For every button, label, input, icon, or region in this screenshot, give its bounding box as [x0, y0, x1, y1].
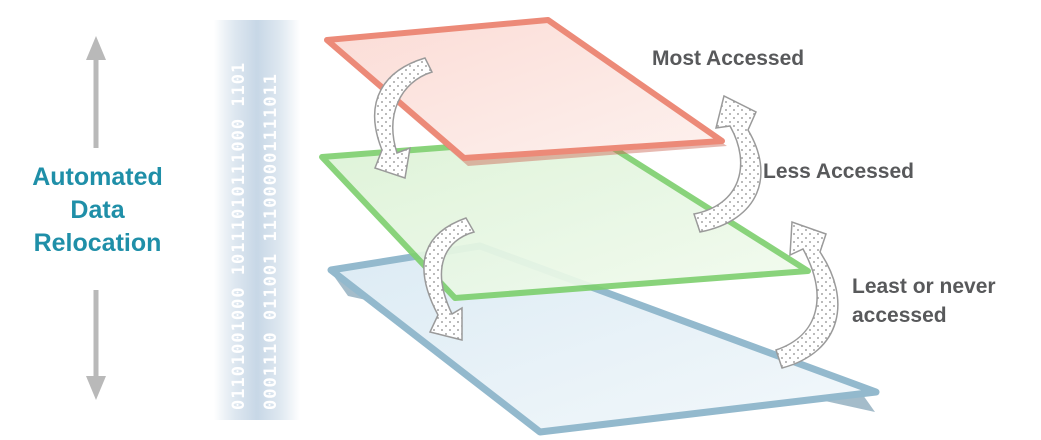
bottom-tier-label-line-1: Least or never: [852, 275, 996, 298]
arrow-middle-to-bottom: [423, 217, 476, 341]
middle-tier-label: Less Accessed: [763, 160, 914, 183]
arrow-bottom-to-middle: [775, 220, 839, 369]
binary-glow: [214, 20, 300, 420]
double-headed-arrow-icon: [86, 36, 106, 400]
binary-data-column: 01101001000 10111010111000 1101 0001110 …: [214, 20, 300, 420]
arrow-head-down: [86, 376, 106, 400]
curved-arrow-icon: [373, 57, 839, 369]
title-line-3: Relocation: [33, 229, 162, 257]
automated-data-relocation-title: Automated Data Relocation: [0, 161, 195, 260]
binary-column-1: 01101001000 10111010111000 1101: [229, 62, 249, 410]
arrow-top-to-middle: [373, 57, 434, 179]
top-tier-label: Most Accessed: [652, 47, 805, 70]
title-line-1: Automated: [32, 163, 163, 191]
top-tier-panel: [324, 17, 727, 166]
bottom-tier-label: Least or never accessed: [852, 272, 996, 330]
bottom-tier-label-line-2: accessed: [852, 304, 947, 327]
arrow-middle-to-top: [693, 94, 762, 233]
arrow-head-up: [86, 36, 106, 60]
title-line-2: Data: [70, 196, 125, 224]
binary-column-2: 0001110 011001 111000001111011: [261, 73, 281, 410]
top-tier-plate: [324, 17, 725, 161]
